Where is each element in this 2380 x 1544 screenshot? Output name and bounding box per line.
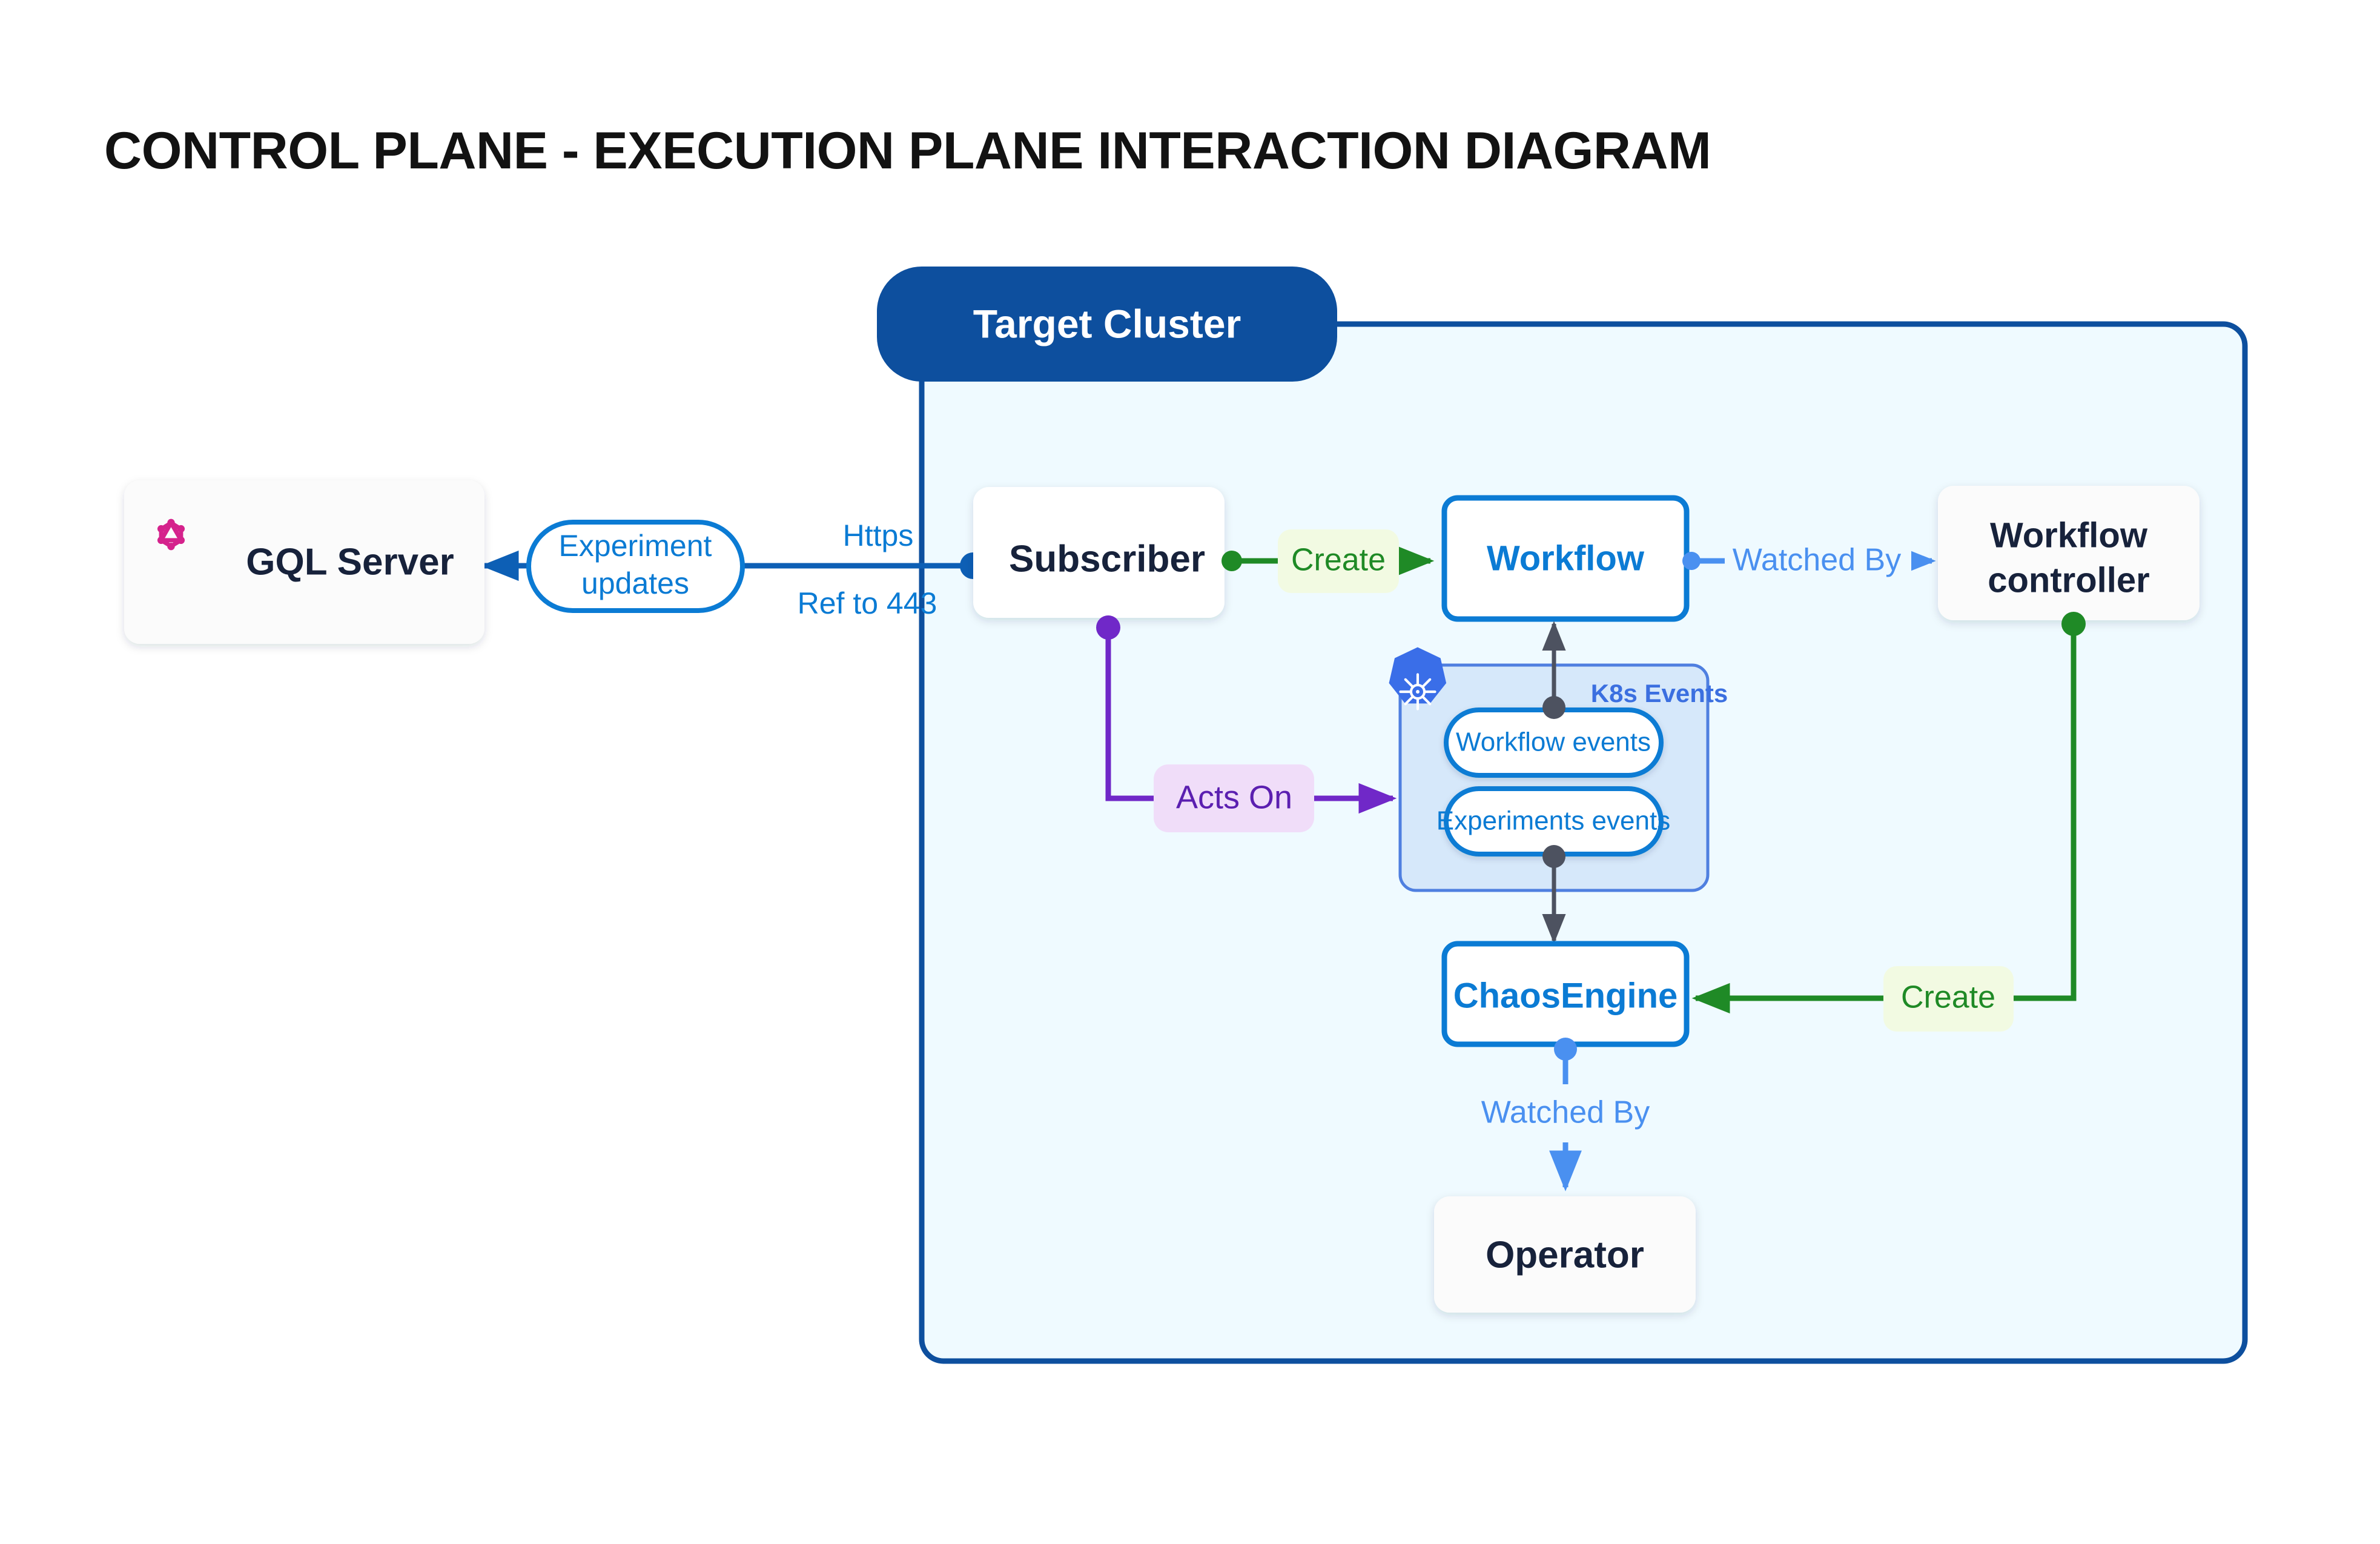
watched-by-operator-label: Watched By (1481, 1095, 1650, 1130)
workflow-node[interactable]: Workflow (1441, 495, 1690, 622)
chaos-engine-label: ChaosEngine (1453, 976, 1678, 1015)
experiments-events-label: Experiments events (1436, 806, 1670, 836)
create-chaosengine-line (1691, 624, 2077, 1014)
create-chaosengine-start-dot (2061, 612, 2086, 636)
edge-workflow-events-to-workflow (1542, 621, 1566, 719)
gql-server-label: GQL Server (246, 541, 454, 583)
experiment-updates-label-line1: Experiment (559, 529, 712, 563)
kubernetes-icon (1389, 647, 1447, 711)
operator-label: Operator (1486, 1234, 1644, 1276)
workflow-events-label: Workflow events (1456, 727, 1651, 757)
page-title: CONTROL PLANE - EXECUTION PLANE INTERACT… (104, 122, 1711, 180)
target-cluster-badge-label: Target Cluster (973, 301, 1241, 346)
workflow-events-connector-dot (1542, 696, 1565, 719)
experiment-updates-label-line2: updates (581, 566, 689, 600)
subscriber-label: Subscriber (1009, 538, 1205, 580)
k8s-pill-workflow-events[interactable]: Workflow events (1444, 707, 1664, 778)
workflow-controller-card[interactable] (1938, 486, 2200, 620)
operator-node[interactable]: Operator (1434, 1196, 1696, 1313)
workflow-label: Workflow (1487, 538, 1645, 578)
create-workflow-badge (1278, 529, 1399, 593)
workflow-controller-label-line1: Workflow (1990, 515, 2148, 555)
edge-create-workflow: Create (1221, 529, 1435, 593)
workflow-controller-label-line2: controller (1988, 560, 2150, 600)
operator-card[interactable] (1434, 1196, 1696, 1313)
chaos-engine-node[interactable]: ChaosEngine (1441, 941, 1690, 1047)
acts-on-badge (1154, 764, 1314, 832)
experiment-updates-pill (526, 520, 745, 613)
acts-on-start-dot (1096, 615, 1120, 640)
subscriber-node[interactable]: Subscriber (973, 487, 1225, 618)
edge-experiment-updates: Experiment updates (480, 520, 987, 613)
create-chaosengine-badge (1883, 966, 2014, 1032)
edge-watched-by-operator: Watched By (1469, 1038, 1662, 1191)
https-label: Https (843, 519, 914, 552)
watched-by-operator-badge (1469, 1084, 1662, 1142)
watched-by-controller-start-dot (1682, 552, 1701, 570)
target-cluster-badge[interactable]: Target Cluster (877, 267, 1337, 382)
create-workflow-start-dot (1221, 551, 1242, 571)
experiments-events-connector-dot (1542, 845, 1565, 868)
create-chaosengine-label: Create (1901, 980, 1995, 1015)
k8s-events-panel-title: K8s Events (1591, 679, 1728, 707)
k8s-events-panel: K8s Events (1389, 647, 1728, 892)
acts-on-label: Acts On (1176, 779, 1292, 815)
edge-https-label: Https (843, 519, 914, 552)
watched-by-operator-start-dot (1554, 1038, 1577, 1061)
edge-ref-to-443-label: Ref to 443 (798, 586, 937, 620)
gql-server-node[interactable]: GQL Server (124, 480, 484, 644)
subscriber-card[interactable] (973, 487, 1225, 618)
gql-server-card[interactable] (124, 480, 484, 644)
watched-by-controller-badge (1725, 532, 1911, 590)
edge-watched-by-controller: Watched By (1682, 532, 1936, 590)
edge-acts-on: Acts On (1096, 615, 1397, 832)
watched-by-controller-label: Watched By (1733, 543, 1901, 578)
ref-to-443-label: Ref to 443 (798, 586, 937, 620)
target-cluster-badge-bg[interactable] (877, 267, 1337, 382)
graphql-icon (157, 519, 185, 551)
edge-create-chaosengine: Create (1691, 612, 2086, 1032)
workflow-controller-node[interactable]: Workflow controller (1938, 486, 2200, 620)
create-workflow-label: Create (1291, 543, 1386, 578)
edge-experiments-events-to-chaosengine (1542, 845, 1566, 944)
k8s-pill-experiments-events[interactable]: Experiments events (1436, 786, 1670, 856)
